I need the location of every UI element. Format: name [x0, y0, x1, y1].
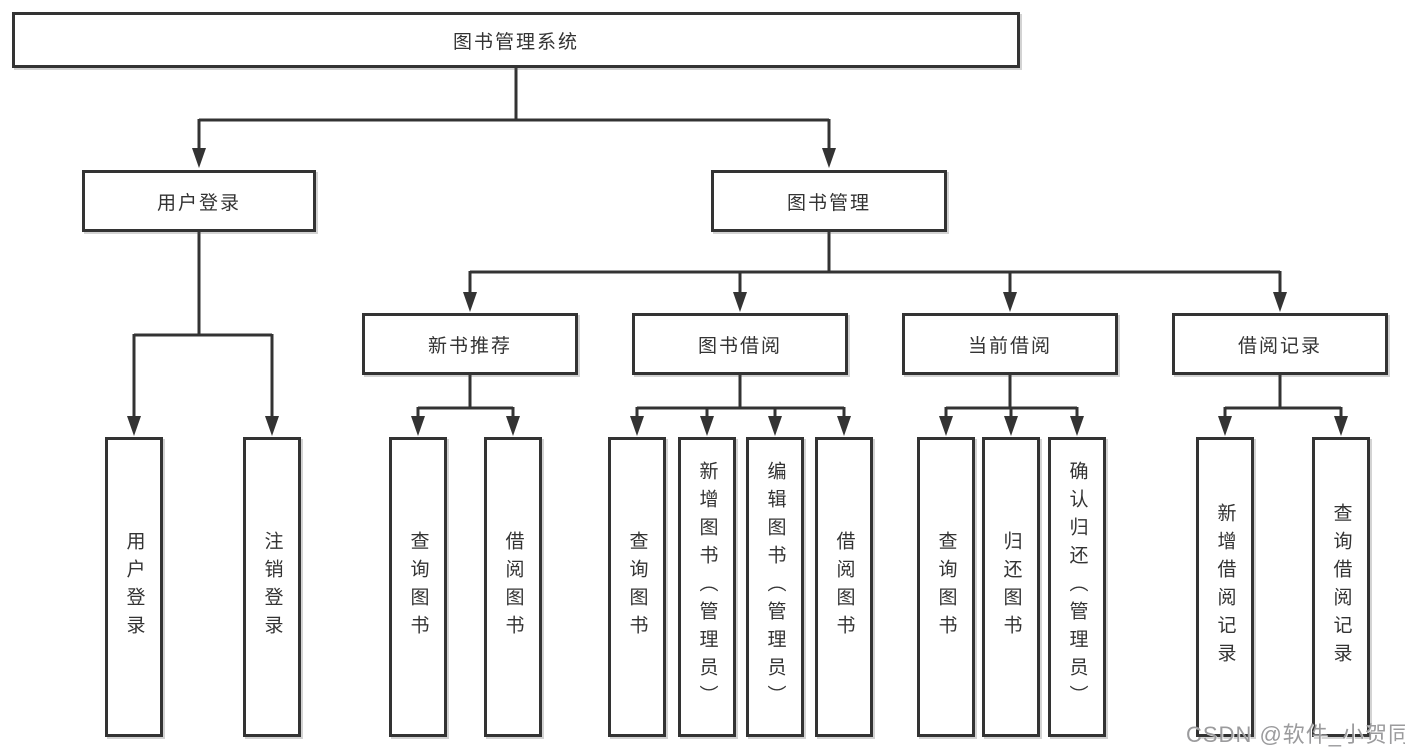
leaf-logout: 注销登录 — [243, 437, 301, 737]
leaf-borrow-books-recommend: 借阅图书 — [484, 437, 542, 737]
node-label: 图书借阅 — [697, 335, 782, 357]
node-label: 确认归还（管理员） — [1066, 461, 1088, 713]
leaf-edit-book-admin: 编辑图书（管理员） — [746, 437, 804, 737]
node-user-login: 用户登录 — [82, 170, 316, 232]
node-label: 借阅记录 — [1237, 335, 1322, 357]
node-label: 新书推荐 — [427, 335, 512, 357]
node-label: 新增借阅记录 — [1214, 503, 1236, 671]
node-label: 归还图书 — [1000, 531, 1022, 643]
leaf-query-books-recommend: 查询图书 — [389, 437, 447, 737]
node-current-borrowing: 当前借阅 — [902, 313, 1118, 375]
node-label: 查询图书 — [935, 531, 957, 643]
node-label: 当前借阅 — [967, 335, 1052, 357]
node-library-management-system: 图书管理系统 — [12, 12, 1020, 68]
leaf-confirm-return-admin: 确认归还（管理员） — [1048, 437, 1106, 737]
node-label: 借阅图书 — [833, 531, 855, 643]
node-book-borrowing: 图书借阅 — [632, 313, 848, 375]
leaf-query-borrow-record: 查询借阅记录 — [1312, 437, 1370, 737]
node-label: 查询借阅记录 — [1330, 503, 1352, 671]
node-borrowing-records: 借阅记录 — [1172, 313, 1388, 375]
node-label: 查询图书 — [626, 531, 648, 643]
node-label: 新增图书（管理员） — [696, 461, 718, 713]
leaf-return-book: 归还图书 — [982, 437, 1040, 737]
node-label: 图书管理系统 — [452, 31, 579, 53]
node-new-book-recommend: 新书推荐 — [362, 313, 578, 375]
leaf-user-login: 用户登录 — [105, 437, 163, 737]
leaf-query-books-current: 查询图书 — [917, 437, 975, 737]
leaf-add-borrow-record: 新增借阅记录 — [1196, 437, 1254, 737]
node-label: 用户登录 — [123, 531, 145, 643]
leaf-query-books-borrowing: 查询图书 — [608, 437, 666, 737]
leaf-borrow-books-borrowing: 借阅图书 — [815, 437, 873, 737]
node-book-management: 图书管理 — [711, 170, 947, 232]
leaf-add-book-admin: 新增图书（管理员） — [678, 437, 736, 737]
node-label: 借阅图书 — [502, 531, 524, 643]
node-label: 编辑图书（管理员） — [764, 461, 786, 713]
csdn-watermark: CSDN @软件_小贺同学 — [1186, 722, 1405, 747]
node-label: 用户登录 — [156, 192, 241, 214]
node-label: 图书管理 — [786, 192, 871, 214]
node-label: 注销登录 — [261, 531, 283, 643]
node-label: 查询图书 — [407, 531, 429, 643]
